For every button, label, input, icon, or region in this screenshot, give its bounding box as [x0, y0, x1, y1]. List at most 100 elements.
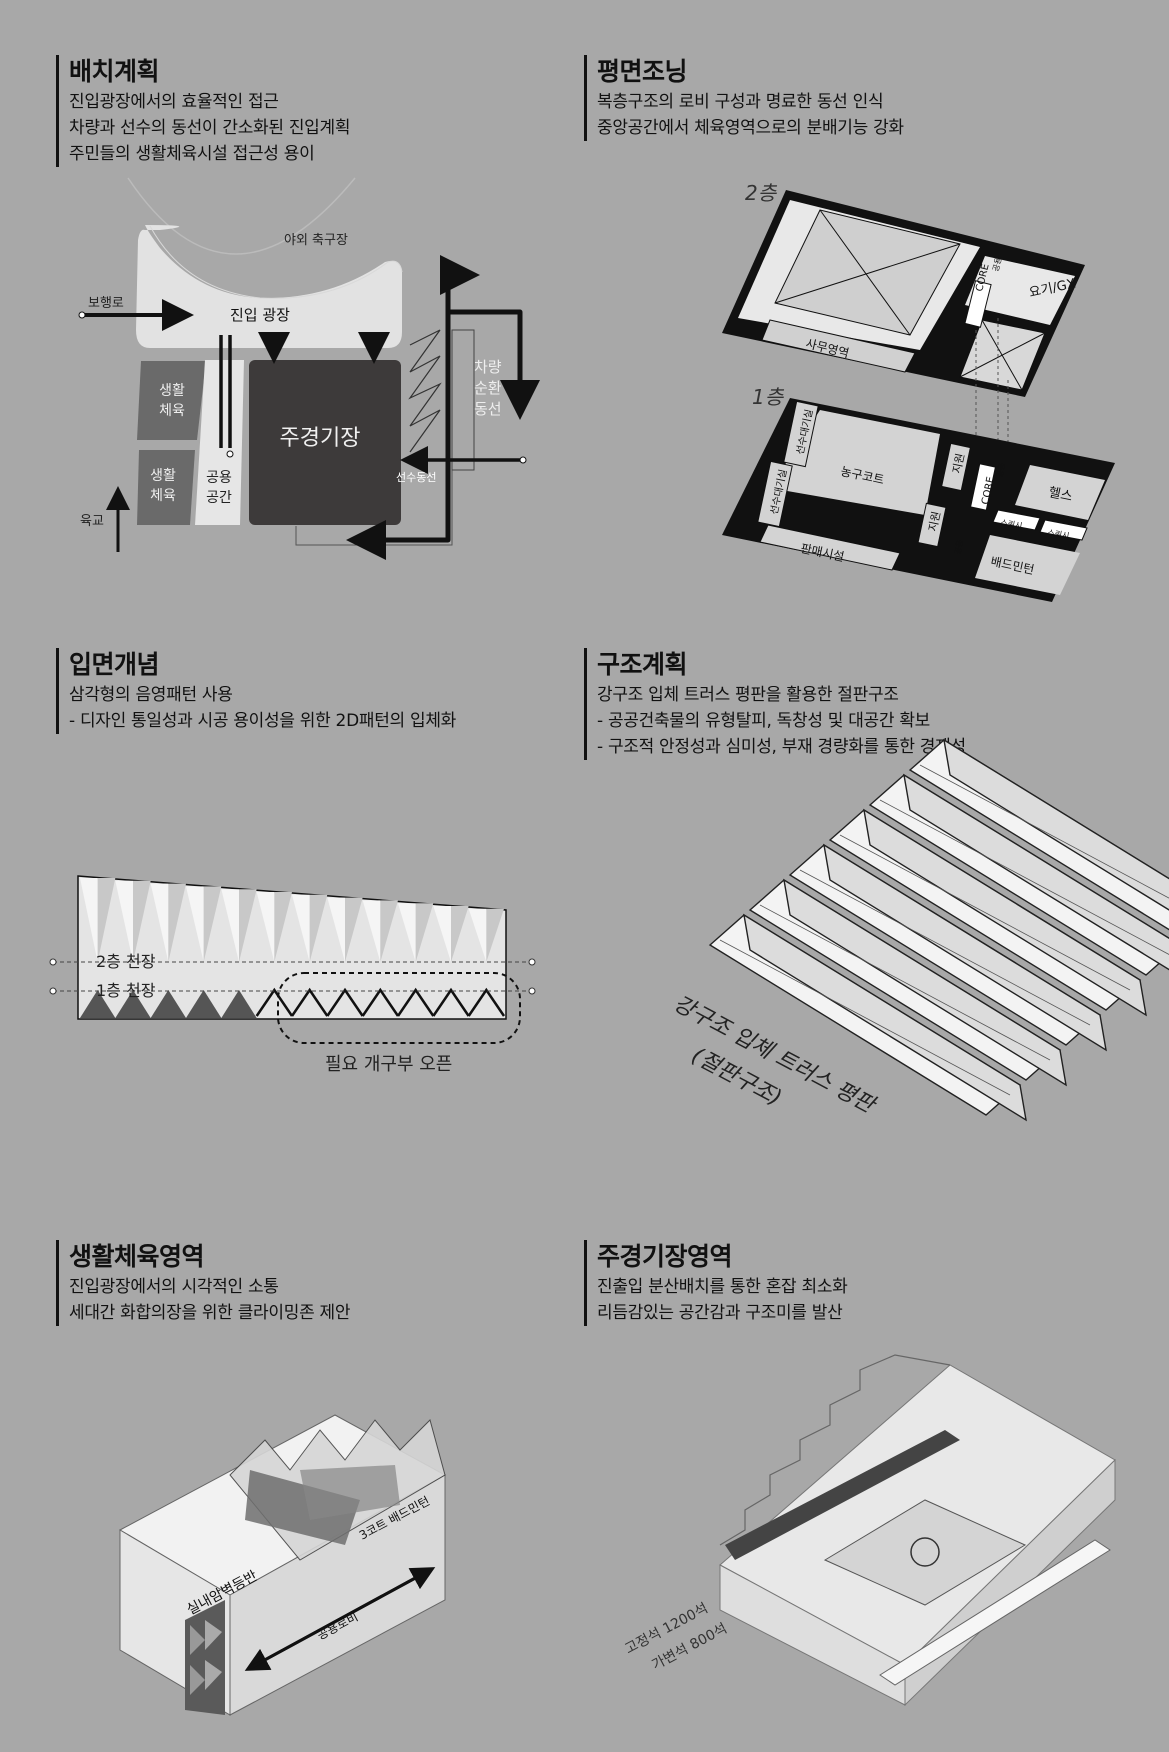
section-line: 주민들의 생활체육시설 접근성 용이	[69, 144, 315, 164]
pattern-triangle	[115, 880, 133, 962]
fold-truss-line	[719, 939, 1011, 1096]
fold-face-dark	[903, 773, 1169, 971]
pattern-triangle	[80, 878, 98, 962]
section-line: - 디자인 통일성과 시공 용이성을 위한 2D패턴의 입체화	[69, 711, 457, 731]
fold-truss-line	[799, 869, 1091, 1026]
life-sports-block-1	[137, 361, 206, 440]
pattern-triangle	[415, 903, 434, 962]
pattern-triangle	[133, 880, 151, 962]
entry-plaza-shape	[136, 225, 402, 348]
section-lifezone-header: 생활체육영역 진입광장에서의 시각적인 소통 세대간 화합의장을 위한 클라이밍…	[56, 1240, 351, 1326]
pattern-dark-triangle	[186, 990, 222, 1018]
pattern-triangle	[451, 906, 469, 962]
triangle-pattern	[80, 878, 506, 1018]
pattern-triangle	[150, 883, 169, 962]
section-line: 복층구조의 로비 구성과 명료한 동선 인식	[597, 92, 884, 112]
fold-truss-line	[879, 799, 1169, 955]
life-sports-1-label-a: 생활	[159, 383, 185, 399]
elevation-wall	[77, 875, 507, 1020]
climbing-wall-pattern	[185, 1600, 225, 1715]
pattern-dark-triangle	[80, 990, 116, 1018]
shared-space-label-a: 공용	[206, 470, 232, 486]
section-line: 진출입 분산배치를 통한 혼잡 최소화	[597, 1277, 848, 1297]
support-label-b: 지원	[926, 510, 943, 533]
section-line: - 공공건축물의 유형탈피, 독창성 및 대공간 확보	[597, 711, 931, 731]
pattern-dark-triangle	[221, 990, 257, 1018]
pattern-triangle	[203, 886, 222, 962]
shared-label-1f-b: 공용	[953, 539, 965, 555]
fold-face-dark	[743, 913, 1027, 1122]
section-title: 입면개념	[69, 650, 160, 679]
pattern-triangle	[239, 889, 257, 962]
pattern-triangle	[433, 906, 451, 962]
structure-diagram: 강구조 입체 트러스 평판 (절판구조)	[669, 738, 1169, 1122]
section-line: 리듬감있는 공간감과 구조미를 발산	[597, 1303, 843, 1323]
pattern-triangle	[380, 900, 398, 962]
floor-zoning-diagram: 2층 요기/GX 사무영역 CORE 공용 1층 농구코트 선수대기실 선수대기…	[722, 181, 1115, 602]
pattern-zigzag	[290, 987, 329, 1017]
fold-face-dark	[863, 808, 1147, 1017]
pattern-triangle	[221, 889, 239, 962]
pattern-triangle	[398, 903, 416, 962]
squash-label-b: 스쿼시	[1047, 527, 1070, 541]
pattern-triangle	[186, 886, 204, 962]
section-elevation-header: 입면개념 삼각형의 음영패턴 사용 - 디자인 통일성과 시공 용이성을 위한 …	[56, 648, 456, 734]
section-line: 삼각형의 음영패턴 사용	[69, 685, 233, 705]
section-line: 진입광장에서의 시각적인 소통	[69, 1277, 279, 1297]
pattern-triangle	[486, 908, 504, 962]
pattern-dark-triangle	[150, 990, 186, 1018]
vehicle-label-b: 순환	[474, 379, 502, 397]
ceiling1-label: 1층 천장	[96, 981, 156, 1000]
pattern-triangle	[345, 897, 363, 962]
main-stadium-label: 주경기장	[280, 426, 361, 451]
fold-truss-line	[839, 834, 1131, 991]
life-sports-2-label-a: 생활	[150, 468, 176, 484]
pattern-triangle	[256, 892, 275, 962]
section-line: 진입광장에서의 효율적인 접근	[69, 92, 279, 112]
pattern-triangle	[274, 892, 292, 962]
main-stadium-block	[249, 360, 401, 525]
health-label: 헬스	[1047, 485, 1074, 505]
opening-label: 필요 개구부 오픈	[325, 1054, 452, 1075]
fold-truss-line	[759, 904, 1051, 1061]
folded-plate-truss	[708, 738, 1169, 1122]
ceiling2-label: 2층 천장	[96, 952, 156, 971]
pattern-triangle	[468, 908, 487, 962]
section-stadium-header: 주경기장영역 진출입 분산배치를 통한 혼잡 최소화 리듬감있는 공간감과 구조…	[584, 1240, 848, 1326]
section-line: 중앙공간에서 체육영역으로의 분배기능 강화	[597, 118, 904, 138]
elevation-diagram: 2층 천장 1층 천장 필요 개구부 오픈	[49, 875, 536, 1075]
pattern-zigzag	[361, 987, 400, 1017]
pattern-zigzag	[396, 987, 435, 1017]
life-sports-block-2	[137, 450, 195, 525]
squash-label-a: 스쿼시	[1000, 517, 1023, 531]
section-structure-header: 구조계획 강구조 입체 트러스 평판을 활용한 절판구조 - 공공건축물의 유형…	[584, 648, 966, 760]
section-title: 생활체육영역	[69, 1242, 205, 1271]
section-title: 주경기장영역	[597, 1242, 733, 1271]
section-title: 평면조닝	[597, 57, 688, 86]
pattern-triangle	[97, 878, 116, 962]
floor1-label: 1층	[752, 385, 785, 409]
pattern-zigzag	[255, 987, 294, 1017]
pattern-triangle	[168, 883, 186, 962]
pattern-triangle	[309, 894, 328, 962]
outdoor-field-label: 야외 축구장	[284, 233, 348, 248]
pedestrian-road-label: 보행로	[88, 295, 124, 311]
section-line: 차량과 선수의 동선이 간소화된 진입계획	[69, 118, 351, 138]
fold-truss-line	[919, 764, 1169, 899]
support-label-a: 지원	[950, 452, 967, 475]
shared-space-label-b: 공간	[206, 490, 232, 506]
shared-label-1f-a: 공용	[995, 462, 1007, 478]
life-zone-diagram: 실내암벽등반 3코트 배드민턴 공용로비	[118, 1414, 447, 1716]
section-siteplan-header: 배치계획 진입광장에서의 효율적인 접근 차량과 선수의 동선이 간소화된 진입…	[56, 55, 351, 167]
section-zoning-header: 평면조닝 복층구조의 로비 구성과 명료한 동선 인식 중앙공간에서 체육영역으…	[584, 55, 904, 141]
pattern-triangle	[292, 894, 310, 962]
pattern-dark-triangle	[115, 990, 151, 1018]
pattern-zigzag	[326, 987, 364, 1017]
pattern-triangle	[362, 900, 381, 962]
site-plan-diagram: 야외 축구장 진입 광장 보행로 생활 체육 생활 체육 공용 공간 주경기장 …	[78, 177, 540, 560]
pattern-zigzag	[432, 987, 470, 1017]
pattern-zigzag	[467, 987, 506, 1017]
pattern-triangle	[327, 897, 345, 962]
fold-face-dark	[943, 738, 1169, 911]
